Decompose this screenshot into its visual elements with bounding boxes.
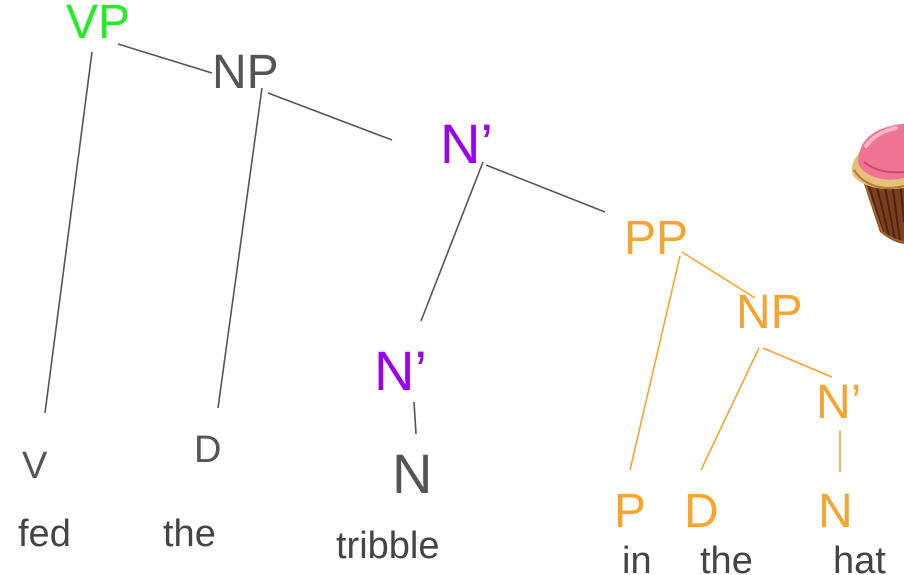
- node-d2: D: [684, 485, 719, 538]
- branch-nbar-pp: [485, 164, 606, 213]
- word-hat: hat: [833, 540, 886, 575]
- branch-vp-v: [44, 51, 93, 414]
- node-nbar-pp: N’: [816, 376, 861, 429]
- node-v: V: [22, 445, 48, 487]
- node-pp: PP: [624, 212, 688, 265]
- node-vp: VP: [66, 0, 130, 49]
- node-n1: N: [392, 442, 432, 505]
- word-in: in: [622, 540, 652, 575]
- branch-np-nbar: [267, 92, 393, 141]
- branch-pp-p: [629, 255, 681, 471]
- node-p: P: [614, 485, 646, 538]
- node-np-top: NP: [212, 46, 279, 99]
- branch-np-nbar2: [762, 347, 833, 378]
- branch-nbar-nbar: [420, 161, 484, 322]
- branch-vp-np: [117, 43, 213, 74]
- node-d1: D: [194, 429, 221, 471]
- node-n2: N: [818, 485, 853, 538]
- orange-branches: [629, 251, 841, 472]
- word-the-2: the: [700, 540, 753, 575]
- branch-np-d2: [700, 347, 760, 471]
- node-np-pp: NP: [736, 286, 803, 339]
- branch-np-d: [217, 87, 263, 409]
- cupcake-icon: [851, 124, 904, 244]
- word-tribble: tribble: [336, 525, 440, 567]
- word-the-1: the: [163, 513, 216, 555]
- gray-branches: [44, 43, 606, 435]
- node-nbar-low: N’: [374, 339, 427, 402]
- node-nbar-top: N’: [440, 112, 493, 175]
- word-fed: fed: [18, 513, 71, 555]
- branch-pp-np: [681, 251, 756, 299]
- branch-nbar-n: [413, 401, 417, 435]
